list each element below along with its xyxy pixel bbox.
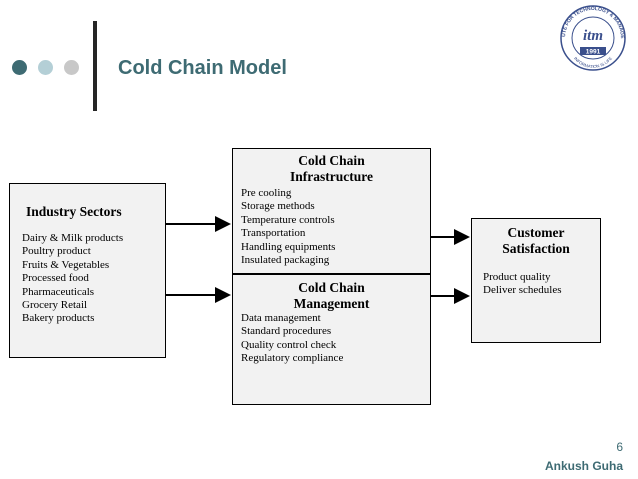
industry-sectors-title: Industry Sectors xyxy=(26,204,122,219)
infrastructure-item: Handling equipments xyxy=(241,240,336,253)
infrastructure-item: Insulated packaging xyxy=(241,254,330,267)
institute-logo: INSTITUTE FOR TECHNOLOGY & MANAGEMENT IN… xyxy=(552,2,626,71)
decorative-dot-3 xyxy=(64,60,79,75)
industry-item: Fruits & Vegetables xyxy=(22,258,110,271)
decorative-dot-2 xyxy=(38,60,53,75)
logo-year: 1991 xyxy=(586,49,601,56)
industry-item: Pharmaceuticals xyxy=(22,285,95,298)
slide-title: Cold Chain Model xyxy=(118,57,287,79)
industry-item: Poultry product xyxy=(22,245,91,258)
infrastructure-item: Storage methods xyxy=(241,200,315,213)
industry-item: Bakery products xyxy=(22,312,95,325)
industry-sectors-box: Industry Sectors Dairy & Milk products P… xyxy=(9,183,166,358)
customer-title-line1: Customer xyxy=(507,225,565,240)
page-number: 6 xyxy=(616,440,623,454)
customer-item: Deliver schedules xyxy=(483,284,562,297)
industry-item: Processed food xyxy=(22,272,89,285)
customer-title-line2: Satisfaction xyxy=(502,241,570,256)
infrastructure-title-line1: Cold Chain xyxy=(298,153,365,168)
customer-item: Product quality xyxy=(483,271,551,283)
management-item: Standard procedures xyxy=(241,325,332,338)
infrastructure-item: Temperature controls xyxy=(241,213,335,226)
infrastructure-title-line2: Infrastructure xyxy=(290,169,373,184)
infrastructure-box: Cold Chain Infrastructure Pre cooling St… xyxy=(232,148,431,274)
infrastructure-item: Pre cooling xyxy=(241,187,292,199)
author-name: Ankush Guha xyxy=(544,459,623,473)
industry-item: Grocery Retail xyxy=(22,299,88,312)
management-title-line1: Cold Chain xyxy=(298,280,365,295)
management-item: Data management xyxy=(241,312,321,324)
management-item: Quality control check xyxy=(241,338,337,351)
decorative-dot-1 xyxy=(12,60,27,75)
management-box: Cold Chain Management Data management St… xyxy=(232,274,431,405)
infrastructure-item: Transportation xyxy=(241,227,306,240)
logo-center-text: itm xyxy=(583,28,603,44)
management-title-line2: Management xyxy=(293,296,370,311)
customer-satisfaction-box: Customer Satisfaction Product quality De… xyxy=(471,218,601,343)
title-divider xyxy=(93,21,97,111)
industry-item: Dairy & Milk products xyxy=(22,232,124,244)
management-item: Regulatory compliance xyxy=(241,352,344,365)
